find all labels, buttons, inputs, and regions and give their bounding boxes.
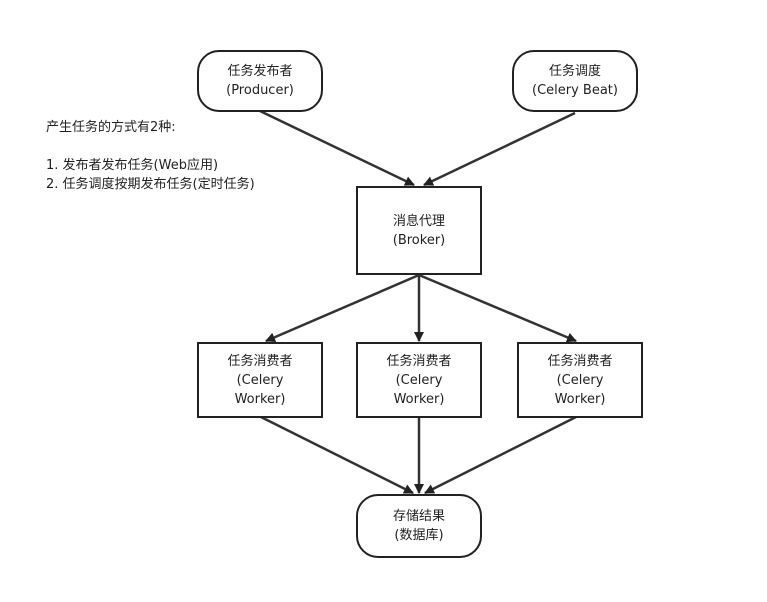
edge-publisher-to-broker	[259, 109, 415, 187]
worker-title: 任务消费者	[386, 353, 452, 369]
storage-title: 存储结果	[392, 509, 445, 524]
note-title: 产生任务的方式有2种:	[46, 120, 176, 135]
worker-subtitle: (Celery	[395, 372, 443, 388]
worker-title: 任务消费者	[227, 353, 293, 369]
worker-node-3: 任务消费者 (Celery Worker)	[517, 342, 643, 418]
broker-subtitle: (Broker)	[392, 232, 446, 248]
worker-subtitle-2: Worker)	[554, 391, 606, 407]
publisher-subtitle: (Producer)	[226, 83, 294, 98]
note-item-2: 2. 任务调度按期发布任务(定时任务)	[46, 177, 255, 192]
note-item-1: 1. 发布者发布任务(Web应用)	[46, 158, 219, 173]
broker-node: 消息代理 (Broker)	[356, 186, 482, 275]
edge-broker-to-worker-1	[265, 273, 420, 343]
scheduler-title: 任务调度	[548, 64, 601, 79]
scheduler-subtitle: (Celery Beat)	[532, 83, 618, 98]
edge-worker-3-to-storage	[424, 415, 577, 495]
worker-node-1: 任务消费者 (Celery Worker)	[197, 342, 323, 418]
note-spacer	[46, 137, 255, 156]
edge-scheduler-to-broker	[423, 111, 576, 187]
edge-worker-1-to-storage	[260, 415, 414, 495]
publisher-title: 任务发布者	[227, 64, 293, 79]
worker-title: 任务消费者	[547, 353, 613, 369]
storage-subtitle: (数据库)	[394, 528, 444, 543]
broker-title: 消息代理	[392, 213, 445, 229]
publisher-node: 任务发布者 (Producer)	[197, 50, 323, 112]
edge-broker-to-worker-3	[418, 273, 577, 343]
task-generation-note: 产生任务的方式有2种: 1. 发布者发布任务(Web应用) 2. 任务调度按期发…	[46, 118, 255, 194]
worker-subtitle: (Celery	[556, 372, 604, 388]
scheduler-node: 任务调度 (Celery Beat)	[512, 50, 638, 112]
worker-node-2: 任务消费者 (Celery Worker)	[356, 342, 482, 418]
worker-subtitle: (Celery	[236, 372, 284, 388]
worker-subtitle-2: Worker)	[234, 391, 286, 407]
storage-node: 存储结果 (数据库)	[356, 494, 482, 558]
worker-subtitle-2: Worker)	[393, 391, 445, 407]
